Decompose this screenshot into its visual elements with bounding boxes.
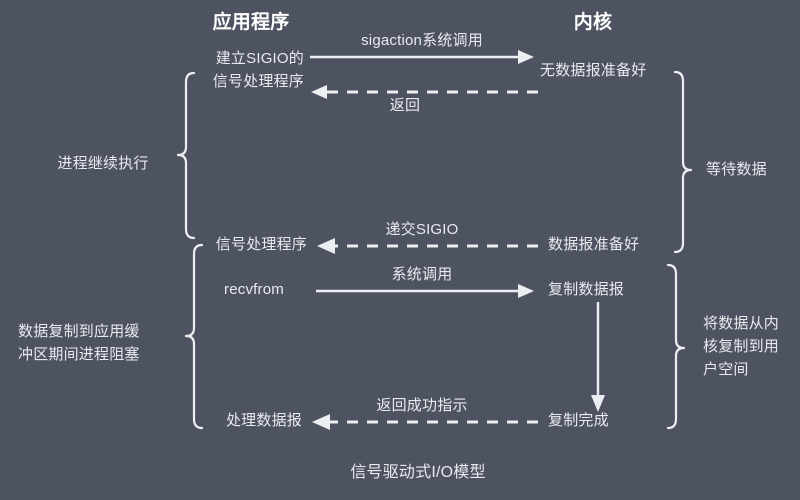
arrow-return — [311, 85, 538, 99]
brace-label-copy-data-line2: 核复制到用 — [703, 338, 780, 355]
arrow-deliver-sigio — [317, 238, 538, 254]
node-establish-sigio-handler-line1: 建立SIGIO的 — [215, 50, 304, 67]
node-establish-sigio-handler-line2: 信号处理程序 — [212, 73, 304, 90]
brace-copy-data-to-userspace — [666, 263, 686, 430]
arrow-kernel-copy-progress — [591, 302, 605, 412]
arrow-return-success-indication — [312, 414, 538, 430]
arrow-system-call — [316, 284, 534, 298]
node-copy-datagram: 复制数据报 — [548, 281, 625, 298]
arrow-label-return: 返回 — [389, 97, 421, 114]
brace-process-continues — [176, 71, 196, 240]
column-header-kernel: 内核 — [573, 12, 613, 33]
arrow-label-sigaction-syscall: sigaction系统调用 — [361, 32, 483, 49]
arrow-sigaction-syscall — [310, 50, 534, 64]
brace-process-blocked-during-copy — [184, 243, 204, 430]
node-copy-complete: 复制完成 — [548, 412, 609, 429]
brace-label-copy-data-line1: 将数据从内 — [703, 315, 780, 332]
brace-waiting-for-data — [673, 70, 693, 254]
brace-label-process-blocked-line2: 冲区期间进程阻塞 — [18, 346, 140, 363]
node-datagram-ready: 数据报准备好 — [548, 236, 640, 253]
brace-label-process-continues: 进程继续执行 — [57, 155, 149, 172]
arrow-label-system-call: 系统调用 — [391, 266, 453, 283]
node-no-datagram-ready: 无数据报准备好 — [540, 62, 647, 79]
node-signal-handler: 信号处理程序 — [215, 236, 307, 253]
arrow-label-deliver-sigio: 递交SIGIO — [385, 221, 459, 238]
brace-label-copy-data-line3: 户空间 — [703, 361, 749, 378]
brace-label-process-blocked-line1: 数据复制到应用缓 — [18, 323, 140, 340]
brace-label-waiting-for-data: 等待数据 — [706, 161, 767, 178]
node-recvfrom: recvfrom — [224, 281, 284, 298]
node-process-datagram: 处理数据报 — [225, 412, 302, 429]
column-header-application: 应用程序 — [212, 12, 290, 33]
arrow-label-return-success-indication: 返回成功指示 — [376, 397, 468, 414]
diagram-caption: 信号驱动式I/O模型 — [350, 464, 486, 481]
